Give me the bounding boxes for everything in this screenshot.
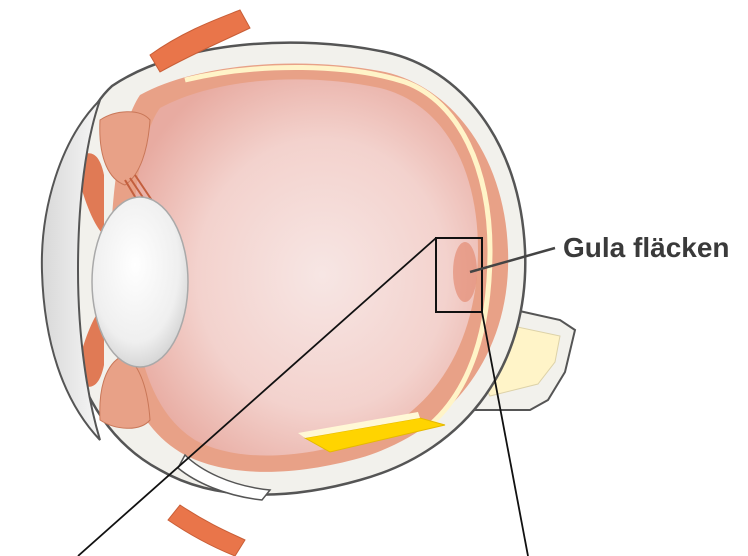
macula-label: Gula fläcken	[563, 232, 730, 263]
eye-muscle-bottom	[168, 505, 245, 556]
lens	[92, 197, 188, 367]
